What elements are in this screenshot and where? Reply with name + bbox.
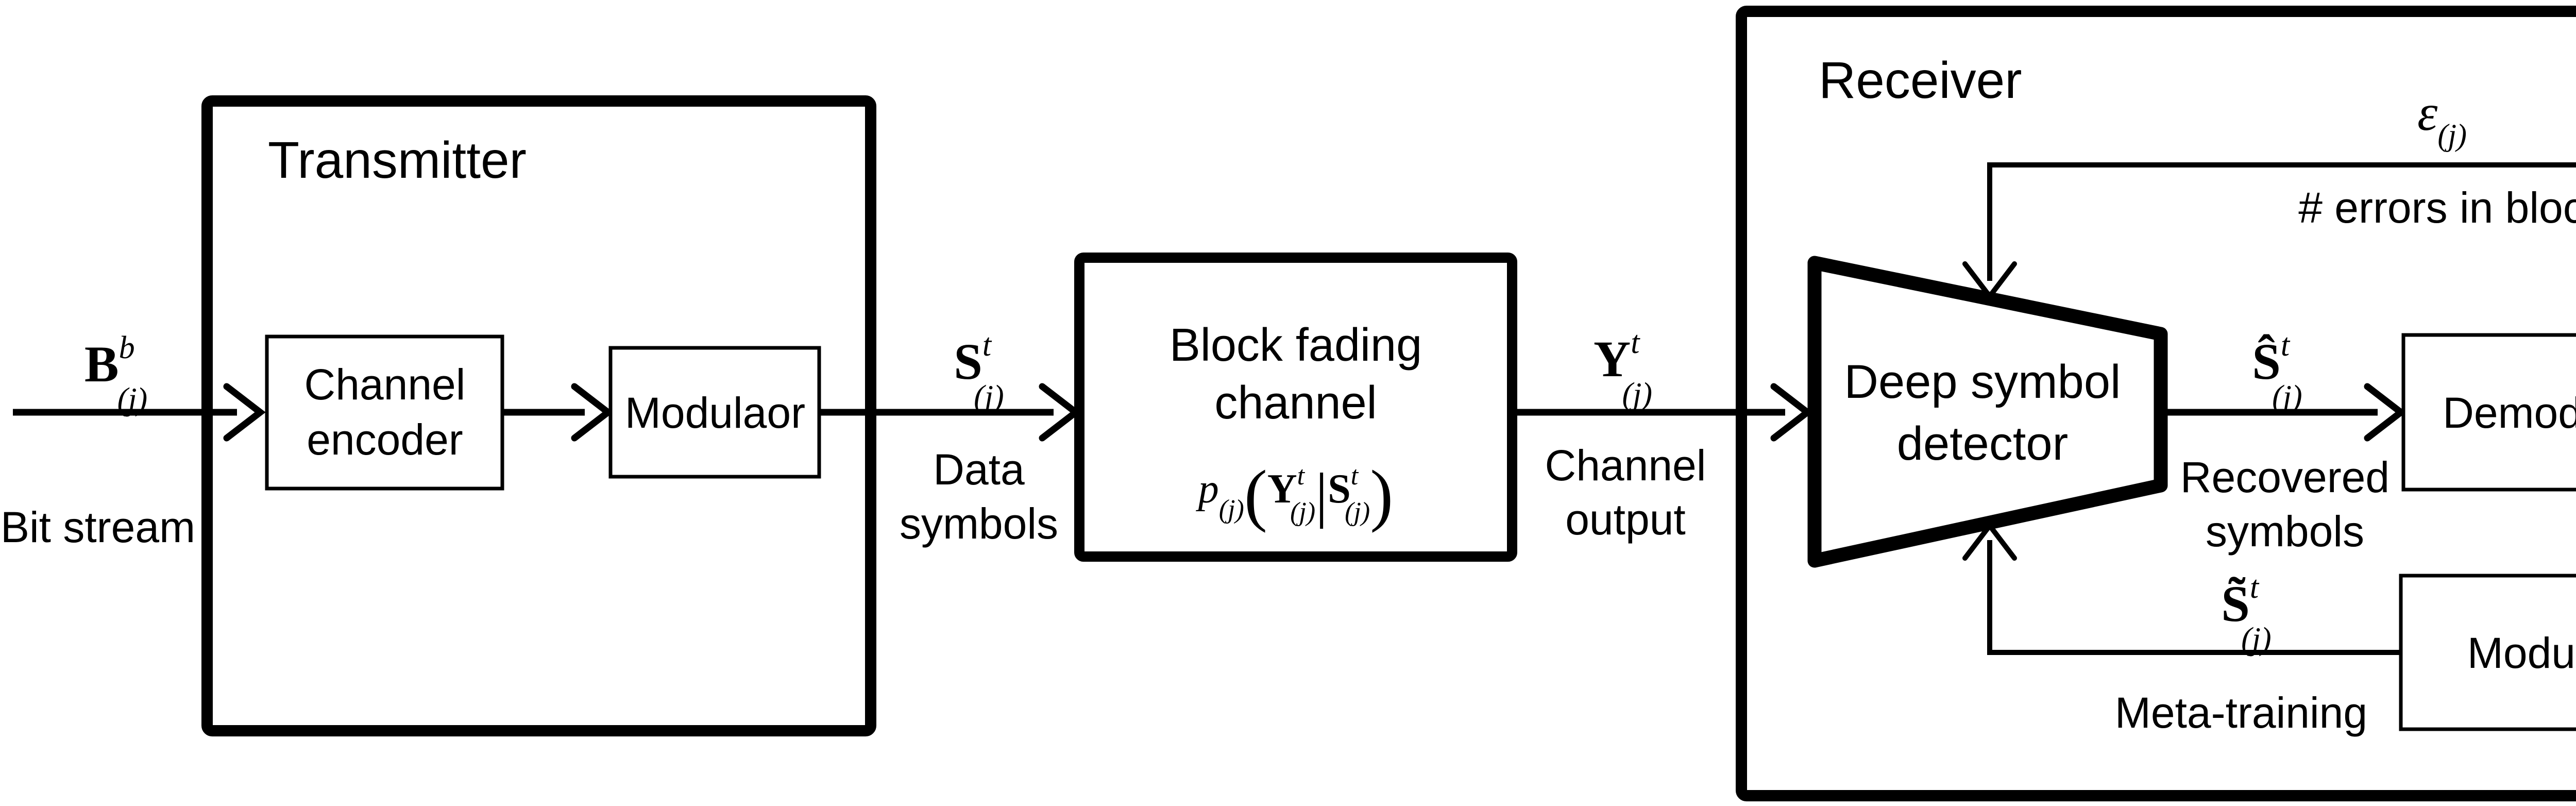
wire-error-feedback bbox=[1987, 162, 2576, 281]
arrowhead-into-transmitter bbox=[223, 383, 266, 442]
math-base: Ŝ bbox=[2252, 333, 2281, 390]
data-symbols-caption-line2: symbols bbox=[900, 499, 1058, 548]
demodulator-box bbox=[2401, 333, 2576, 492]
receiver-box bbox=[1736, 6, 2576, 801]
math-base: B bbox=[84, 335, 119, 393]
pdf-bar: | bbox=[1315, 460, 1328, 529]
math-base: S bbox=[954, 333, 982, 390]
data-symbols-symbol: St (j) bbox=[954, 328, 1004, 414]
math-sub: (j) bbox=[1622, 377, 1652, 412]
pdf-s-sub: (j) bbox=[1345, 497, 1370, 527]
pdf-s: S bbox=[1328, 466, 1351, 512]
channel-title-line2: channel bbox=[1214, 377, 1377, 429]
math-sup: t bbox=[982, 328, 992, 363]
math-sub: (j) bbox=[117, 382, 148, 417]
channel-pdf-formula: p(j)(Yt(j)|St(j)) bbox=[1196, 457, 1393, 533]
input-bitstream-caption: Bit stream bbox=[1, 503, 195, 551]
channel-output-caption-line1: Channel bbox=[1545, 441, 1706, 490]
math-sub: (j) bbox=[2437, 118, 2467, 152]
receiver-title: Receiver bbox=[1819, 52, 2022, 109]
math-sup: t bbox=[2281, 328, 2291, 363]
math-sup: t bbox=[1631, 325, 1640, 360]
math-sub: (j) bbox=[2241, 622, 2272, 657]
pdf-paren-close: ) bbox=[1370, 457, 1393, 533]
pdf-s-sup: t bbox=[1351, 461, 1359, 491]
recovered-symbols-caption-line1: Recovered bbox=[2180, 453, 2389, 501]
pdf-y: Y bbox=[1267, 466, 1297, 512]
recovered-symbols-symbol: Ŝt (j) bbox=[2252, 328, 2302, 414]
channel-title-line1: Block fading bbox=[1170, 320, 1422, 371]
math-base: S̃ bbox=[2221, 575, 2250, 632]
pdf-p: p bbox=[1196, 466, 1219, 512]
meta-training-symbol: S̃t (j) bbox=[2221, 570, 2271, 657]
detector-label-line2: detector bbox=[1897, 417, 2068, 470]
tx-channel-encoder-label-line1: Channel bbox=[304, 360, 466, 409]
tx-channel-encoder-box bbox=[265, 334, 504, 491]
pdf-p-sub: (j) bbox=[1219, 495, 1244, 524]
error-count-symbol: ε(j) bbox=[2417, 84, 2467, 152]
arrowhead-into-demodulator bbox=[2364, 383, 2406, 442]
tx-modulator-box bbox=[608, 346, 821, 479]
tx-modulator-label: Modulaor bbox=[625, 389, 805, 437]
channel-output-caption-line2: output bbox=[1565, 495, 1686, 544]
transmitter-title: Transmitter bbox=[268, 131, 527, 189]
input-bitstream-symbol: Bb (j) bbox=[84, 330, 147, 417]
wire-meta-training bbox=[1987, 540, 2401, 655]
arrowhead-into-detector bbox=[1770, 383, 1813, 442]
pdf-y-sub: (j) bbox=[1290, 497, 1315, 527]
data-symbols-caption-line1: Data bbox=[933, 445, 1025, 494]
error-count-caption: # errors in block bbox=[2298, 183, 2576, 232]
math-sup: b bbox=[119, 330, 135, 365]
pdf-y-sup: t bbox=[1297, 461, 1306, 491]
pdf-paren-open: ( bbox=[1244, 457, 1267, 533]
tx-channel-encoder-label-line2: encoder bbox=[307, 415, 463, 464]
rx-modulator-label: Modulaor bbox=[2467, 629, 2576, 677]
transmitter-box bbox=[201, 95, 876, 736]
demodulator-label: Demodulaor bbox=[2443, 389, 2576, 437]
math-base: Y bbox=[1594, 330, 1631, 388]
detector-label-line1: Deep symbol bbox=[1844, 356, 2121, 408]
math-sub: (j) bbox=[2272, 379, 2302, 414]
deep-symbol-detector-shape bbox=[1807, 256, 2168, 568]
math-base: ε bbox=[2417, 84, 2438, 141]
arrowhead-into-tx-modulator bbox=[571, 383, 614, 442]
block-fading-channel-box bbox=[1074, 253, 1517, 562]
meta-training-caption: Meta-training bbox=[2115, 689, 2367, 737]
math-sup: t bbox=[2250, 570, 2260, 605]
rx-modulator-box bbox=[2399, 574, 2576, 731]
channel-output-symbol: Yt (j) bbox=[1594, 325, 1652, 412]
recovered-symbols-caption-line2: symbols bbox=[2206, 507, 2364, 556]
math-sub: (j) bbox=[974, 379, 1004, 414]
